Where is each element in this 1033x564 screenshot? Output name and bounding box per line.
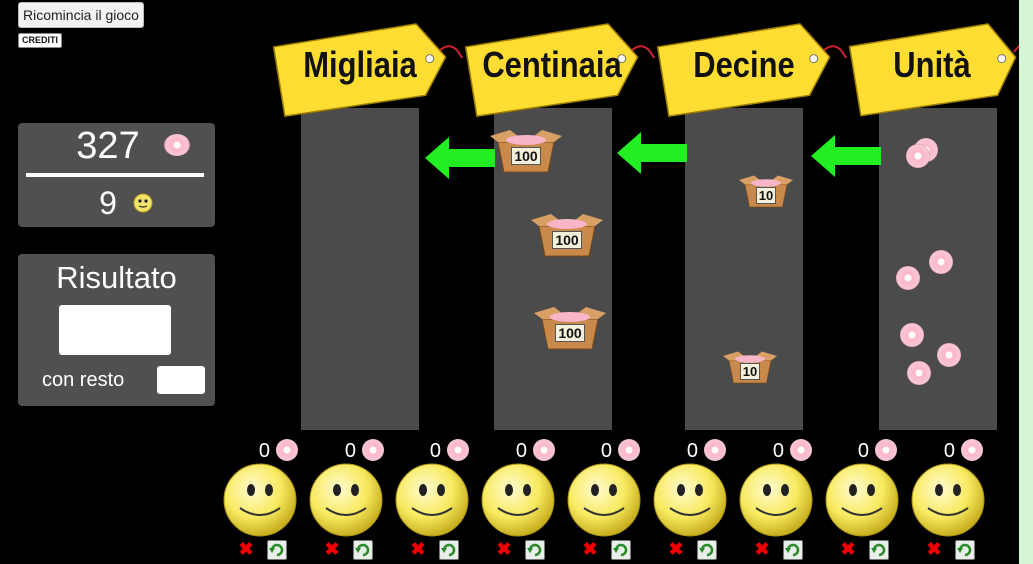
box-value: 10 — [739, 363, 761, 380]
column-migliaia[interactable] — [301, 108, 419, 430]
donut-icon[interactable] — [900, 323, 924, 347]
donut-icon — [790, 439, 812, 461]
tag-label: Migliaia — [303, 44, 417, 85]
smiley-icon[interactable] — [824, 462, 900, 538]
undo-icon[interactable] — [439, 540, 459, 560]
box-100-icon[interactable]: 100 — [534, 305, 606, 353]
smiley-icon[interactable] — [566, 462, 642, 538]
rest-input[interactable] — [157, 366, 205, 394]
remove-icon[interactable]: ✖ — [926, 539, 942, 559]
restart-button[interactable]: Ricomincia il gioco — [18, 2, 144, 28]
undo-icon[interactable] — [869, 540, 889, 560]
box-100-icon[interactable]: 100 — [531, 212, 603, 260]
tag-centinaia: Centinaia — [462, 22, 642, 117]
transfer-arrow-icon[interactable] — [811, 135, 881, 177]
remove-icon[interactable]: ✖ — [754, 539, 770, 559]
box-value: 10 — [755, 187, 777, 204]
counter-value: 0 — [772, 440, 784, 462]
result-input[interactable] — [59, 305, 171, 355]
tag-decine: Decine — [654, 22, 834, 117]
undo-icon[interactable] — [267, 540, 287, 560]
transfer-arrow-icon[interactable] — [425, 137, 495, 179]
counter-value: 0 — [857, 440, 869, 462]
remove-icon[interactable]: ✖ — [238, 539, 254, 559]
donut-icon — [533, 439, 555, 461]
smiley-icon[interactable] — [910, 462, 986, 538]
counter-value: 0 — [344, 440, 356, 462]
remove-icon[interactable]: ✖ — [840, 539, 856, 559]
donut-icon[interactable] — [896, 266, 920, 290]
smiley-icon[interactable] — [394, 462, 470, 538]
box-value: 100 — [552, 231, 582, 249]
division-line — [26, 173, 204, 177]
donut-icon — [362, 439, 384, 461]
smiley-icon[interactable] — [652, 462, 728, 538]
tag-migliaia: Migliaia — [270, 22, 450, 117]
donut-icon — [704, 439, 726, 461]
donut-icon — [447, 439, 469, 461]
credits-button[interactable]: CREDITI — [18, 33, 62, 48]
undo-icon[interactable] — [611, 540, 631, 560]
undo-icon[interactable] — [955, 540, 975, 560]
box-10-icon[interactable]: 10 — [739, 174, 793, 210]
donut-icon[interactable] — [906, 144, 930, 168]
smiley-icon[interactable] — [480, 462, 556, 538]
remove-icon[interactable]: ✖ — [410, 539, 426, 559]
donut-icon — [164, 134, 190, 156]
divisor-row: 9 — [18, 183, 198, 223]
tag-label: Centinaia — [482, 44, 622, 85]
remove-icon[interactable]: ✖ — [496, 539, 512, 559]
division-panel: 327 9 — [18, 123, 215, 227]
donut-icon[interactable] — [907, 361, 931, 385]
result-panel: Risultato con resto — [18, 254, 215, 406]
counter-value: 0 — [515, 440, 527, 462]
smiley-icon[interactable] — [222, 462, 298, 538]
donut-icon — [618, 439, 640, 461]
undo-icon[interactable] — [783, 540, 803, 560]
divisor-value: 9 — [99, 185, 117, 221]
undo-icon[interactable] — [525, 540, 545, 560]
counter-value: 0 — [600, 440, 612, 462]
tag-label: Unità — [893, 44, 971, 85]
donut-icon[interactable] — [937, 343, 961, 367]
smiley-icon[interactable] — [738, 462, 814, 538]
rest-label: con resto — [42, 369, 125, 391]
undo-icon[interactable] — [697, 540, 717, 560]
box-10-icon[interactable]: 10 — [723, 350, 777, 386]
donut-icon[interactable] — [929, 250, 953, 274]
box-100-icon[interactable]: 100 — [490, 128, 562, 176]
dividend-row: 327 — [18, 123, 198, 169]
result-title: Risultato — [56, 260, 177, 295]
remove-icon[interactable]: ✖ — [324, 539, 340, 559]
counter-value: 0 — [943, 440, 955, 462]
remove-icon[interactable]: ✖ — [668, 539, 684, 559]
undo-icon[interactable] — [353, 540, 373, 560]
box-value: 100 — [511, 147, 541, 165]
counter-value: 0 — [258, 440, 270, 462]
donut-icon — [961, 439, 983, 461]
transfer-arrow-icon[interactable] — [617, 132, 687, 174]
smiley-icon — [133, 193, 153, 213]
remove-icon[interactable]: ✖ — [582, 539, 598, 559]
box-value: 100 — [555, 324, 585, 342]
donut-icon — [875, 439, 897, 461]
smiley-icon[interactable] — [308, 462, 384, 538]
counter-value: 0 — [429, 440, 441, 462]
dividend-value: 327 — [76, 125, 140, 167]
donut-icon — [276, 439, 298, 461]
counter-value: 0 — [686, 440, 698, 462]
tag-label: Decine — [693, 44, 795, 85]
tag-unita: Unità — [846, 22, 1018, 117]
